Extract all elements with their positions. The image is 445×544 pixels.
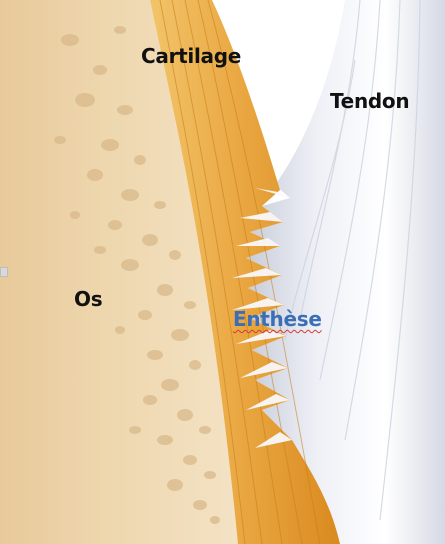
- label-os: Os: [74, 287, 102, 311]
- label-cartilage: Cartilage: [141, 44, 241, 68]
- left-edge-marker: [0, 267, 8, 277]
- label-tendon: Tendon: [330, 89, 409, 113]
- label-enthese: Enthèse: [233, 307, 322, 331]
